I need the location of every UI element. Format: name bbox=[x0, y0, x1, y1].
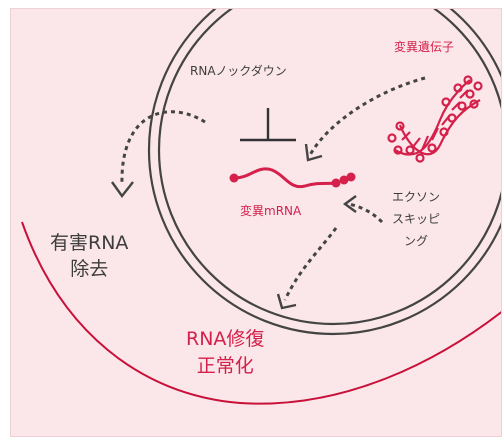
rna-repair-line-1: RNA修復 bbox=[186, 328, 265, 350]
t-bar-inhibition-icon bbox=[240, 108, 296, 142]
arrow-mrna-to-repair bbox=[283, 227, 338, 301]
arrow-gene-to-mrna bbox=[308, 76, 426, 156]
rna-removal-label: 有害RNA 除去 bbox=[50, 230, 128, 282]
mutant-mrna-label: 変異mRNA bbox=[240, 204, 302, 218]
exon-skipping-line-3: ング bbox=[404, 234, 429, 248]
arrow-skipping-to-mrna bbox=[347, 202, 384, 224]
dna-double-helix-icon bbox=[387, 75, 483, 163]
arrow-knockdown-to-removal bbox=[120, 110, 206, 186]
mutant-gene-label: 変異遺伝子 bbox=[394, 40, 455, 54]
cell-membrane bbox=[21, 221, 501, 405]
mrna-strand-icon bbox=[229, 167, 356, 189]
nuclear-envelope bbox=[147, 9, 501, 336]
diagram-panel bbox=[10, 8, 502, 437]
rna-removal-line-1: 有害RNA bbox=[50, 232, 129, 254]
rna-repair-line-2: 正常化 bbox=[196, 355, 254, 377]
exon-skipping-line-1: エクソン bbox=[392, 190, 441, 204]
arrowhead-gene bbox=[304, 143, 323, 162]
exon-skipping-label: エクソン スキッピ ング bbox=[392, 186, 440, 252]
arrowhead-removal bbox=[111, 181, 134, 199]
rna-removal-line-2: 除去 bbox=[70, 258, 109, 280]
arrowhead-repair bbox=[276, 293, 297, 310]
arrowhead-skipping bbox=[342, 195, 357, 213]
exon-skipping-line-2: スキッピ bbox=[392, 212, 441, 226]
knockdown-label: RNAノックダウン bbox=[190, 64, 287, 78]
rna-repair-label: RNA修復 正常化 bbox=[186, 326, 264, 380]
